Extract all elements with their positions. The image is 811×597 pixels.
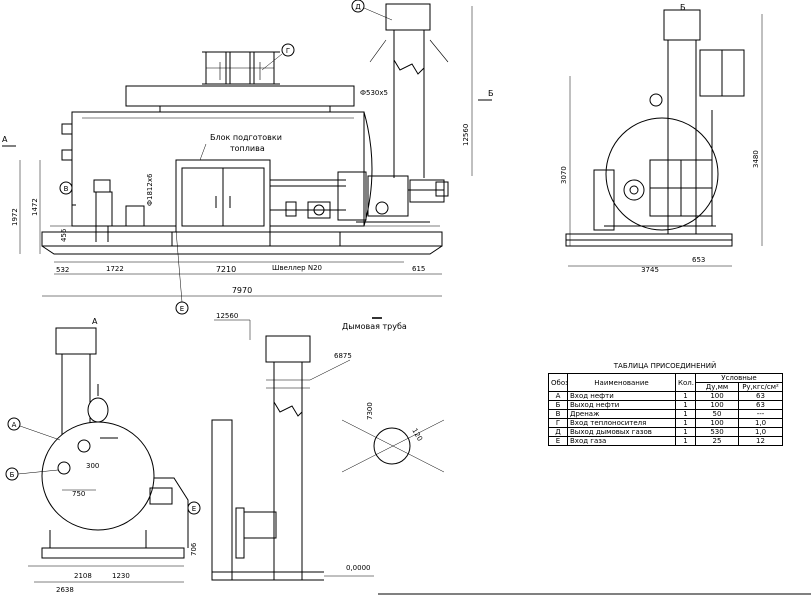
stack-view-cap: [265, 335, 311, 363]
dim-3745: 3745: [641, 266, 659, 274]
header-conditional: Условные: [694, 373, 784, 383]
svg-text:Б: Б: [10, 471, 15, 479]
header-pressure: Ру,кгс/см²: [737, 382, 784, 392]
dim-angle: 120: [410, 427, 424, 443]
end-view: 3745 653 3070 3480 Б: [560, 3, 763, 274]
dim-7210: 7210: [216, 265, 236, 274]
side-view: Блок подготовки топлива: [2, 0, 494, 315]
dim-456: 456: [60, 228, 68, 242]
stack-title: Дымовая труба: [342, 322, 407, 331]
dim-2638: 2638: [56, 586, 74, 594]
nozzle-b: [61, 149, 73, 161]
end-stack-cap: [663, 9, 701, 41]
dim-615: 615: [412, 265, 425, 273]
dim-750: 750: [72, 490, 85, 498]
dim-diameter: Ф1812х6: [146, 173, 154, 206]
header-qty: Кол.: [675, 373, 696, 392]
marker-g: [281, 43, 295, 57]
top-header-pipe: [125, 85, 355, 107]
dim-1230: 1230: [112, 572, 130, 580]
front-stack-cap: [55, 327, 97, 355]
front-view-label: А: [92, 317, 98, 326]
dim-532: 532: [56, 266, 69, 274]
dim-706: 706: [190, 542, 198, 556]
svg-text:Е: Е: [192, 505, 196, 513]
dim-1972: 1972: [11, 208, 19, 226]
fuel-block-label-2: топлива: [230, 144, 265, 153]
fuel-block-label-1: Блок подготовки: [210, 133, 282, 142]
dim-1472: 1472: [31, 198, 39, 216]
header-du: Ду,мм: [695, 382, 739, 392]
dim-7970: 7970: [232, 286, 252, 295]
dim-653: 653: [692, 256, 705, 264]
dim-2108: 2108: [74, 572, 92, 580]
front-marker-a: [7, 417, 21, 431]
front-marker-e: [187, 501, 201, 515]
svg-text:Г: Г: [286, 47, 290, 55]
channel-label: Швеллер N20: [272, 264, 322, 272]
table-row: А Вход нефти 1 100 63: [548, 391, 784, 401]
marker-v: [59, 181, 73, 195]
end-view-label: Б: [680, 3, 686, 12]
base-frame: [41, 231, 443, 247]
table-row: Е Вход газа 1 25 12: [548, 436, 784, 446]
stack-view: Дымовая труба 12560 6875 0,0000 7300 120: [211, 312, 445, 581]
table-title: ТАБЛИЦА ПРИСОЕДИНЕНИЙ: [613, 362, 717, 370]
elev-mid: 6875: [334, 352, 352, 360]
table-row: Б Выход нефти 1 100 63: [548, 400, 784, 410]
dim-1722: 1722: [106, 265, 124, 273]
svg-text:А: А: [12, 421, 17, 429]
dim-flue-pipe: Ф530х5: [360, 89, 388, 97]
vessel-end: [605, 117, 719, 231]
front-vessel: [41, 421, 155, 531]
svg-text:В: В: [64, 185, 69, 193]
header-name: Наименование: [567, 373, 676, 392]
svg-text:Е: Е: [180, 305, 184, 313]
table-row: Г Вход теплоносителя 1 100 1,0: [548, 418, 784, 428]
elev-zero: 0,0000: [346, 564, 371, 572]
dim-12560: 12560: [462, 124, 470, 146]
marker-d: [351, 0, 365, 13]
dim-300: 300: [86, 462, 99, 470]
dim-3480: 3480: [752, 150, 760, 168]
svg-text:Д: Д: [355, 3, 361, 11]
section-a-label: А: [2, 135, 8, 144]
stack-cap: [385, 3, 431, 31]
front-view: А 2108 1230 2638 750 300 706 А Б Е: [5, 317, 201, 594]
elev-top: 12560: [216, 312, 238, 320]
dim-7300: 7300: [366, 402, 374, 420]
connections-table: Обоз. Наименование Кол. Условные Ду,мм Р…: [548, 373, 784, 446]
section-b-label: Б: [488, 89, 494, 98]
stack-plan-circle: [373, 427, 411, 465]
nozzle-a: [61, 123, 73, 135]
dim-3070: 3070: [560, 166, 568, 184]
burner-block: [337, 171, 367, 221]
table-row: Д Выход дымовых газов 1 530 1,0: [548, 427, 784, 437]
table-row: В Дренаж 1 50 ---: [548, 409, 784, 419]
header-designation: Обоз.: [548, 373, 568, 392]
